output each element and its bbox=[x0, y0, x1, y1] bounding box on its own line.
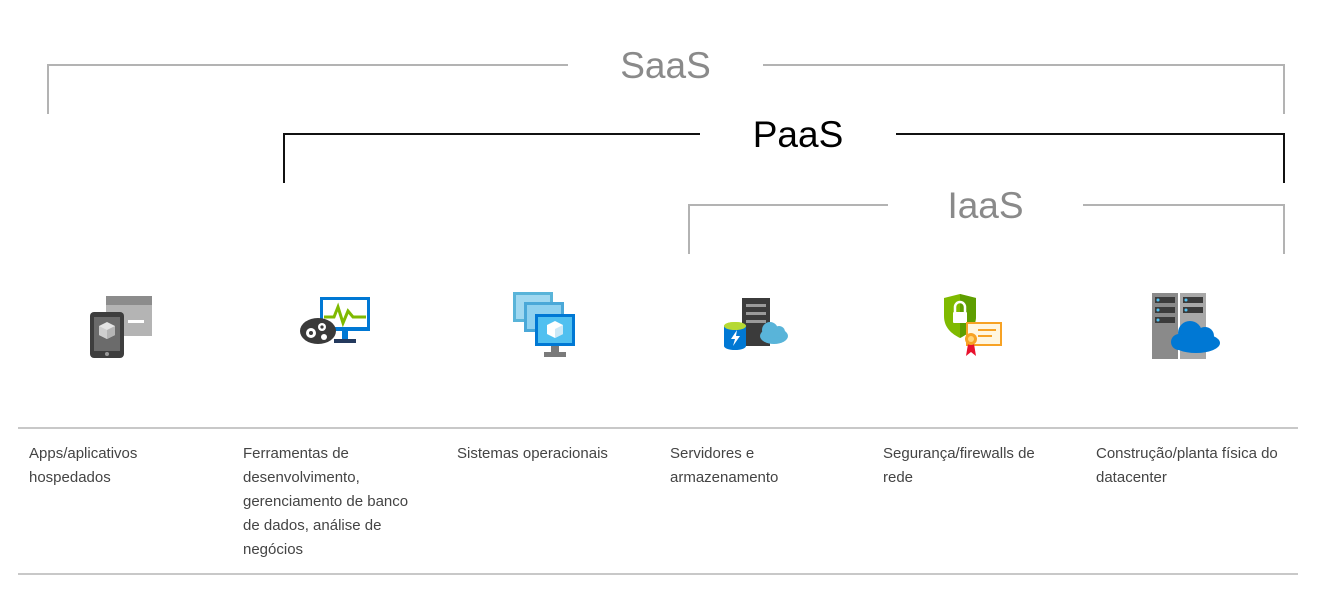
column-label-development-tools: Ferramentas de desenvolvimento, gerencia… bbox=[243, 445, 409, 558]
iaas-label: IaaS bbox=[888, 187, 1083, 224]
network-security-icon bbox=[944, 294, 1002, 356]
development-tools-icon bbox=[300, 297, 370, 344]
column-label-datacenter: Construção/planta física do datacenter bbox=[1096, 445, 1278, 486]
hosted-apps-icon bbox=[90, 296, 152, 358]
column-label-operating-systems: Sistemas operacionais bbox=[457, 445, 608, 462]
operating-systems-icon bbox=[513, 292, 575, 357]
bottom-divider bbox=[18, 573, 1298, 575]
column-label-network-security: Segurança/firewalls de rede bbox=[883, 445, 1035, 486]
top-divider bbox=[18, 427, 1298, 429]
servers-storage-icon bbox=[724, 298, 788, 350]
column-label-servers-storage: Servidores e armazenamento bbox=[670, 445, 779, 486]
column-label-hosted-apps: Apps/aplicativos hospedados bbox=[29, 445, 138, 486]
saas-label: SaaS bbox=[568, 47, 763, 84]
paas-label: PaaS bbox=[700, 116, 896, 153]
datacenter-icon bbox=[1152, 293, 1220, 359]
